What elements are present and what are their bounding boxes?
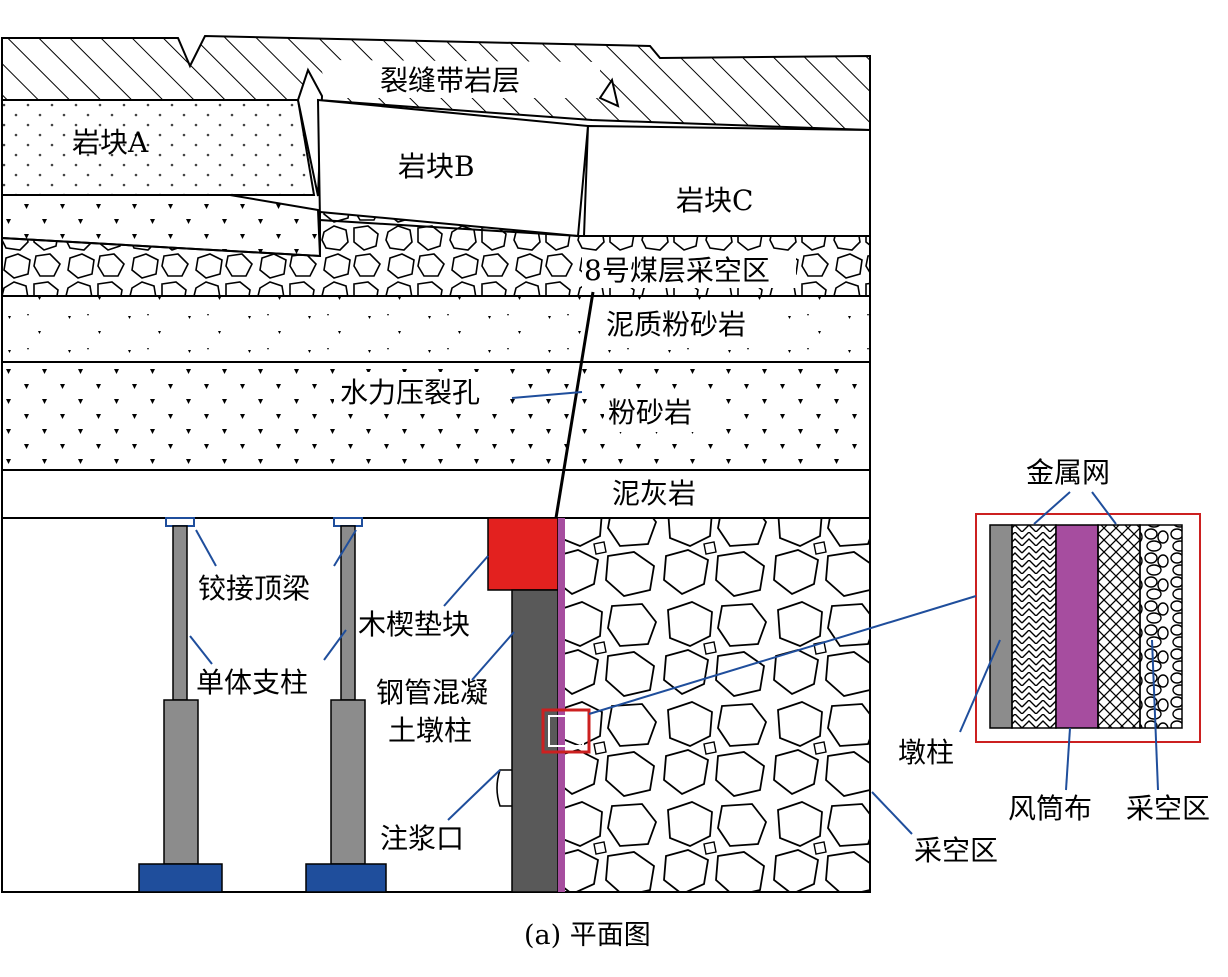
label-siltstone: 粉砂岩 — [608, 396, 692, 429]
inset-air-duct-cloth — [1055, 524, 1099, 729]
inset-pier — [989, 524, 1013, 729]
steel-tube-concrete-pier — [511, 589, 559, 893]
label-detail-goaf: 采空区 — [1126, 792, 1210, 825]
detail-marker-box — [541, 708, 591, 754]
label-air-duct-cloth: 风筒布 — [1008, 792, 1092, 825]
label-hydro-crack: 水力压裂孔 — [340, 376, 480, 409]
label-block-a: 岩块A — [72, 126, 149, 159]
label-goaf-8: 8号煤层采空区 — [584, 254, 770, 287]
label-cfst-line1: 钢管混凝 — [376, 676, 488, 709]
label-mudstone-silt: 泥质粉砂岩 — [606, 308, 746, 341]
single-prop-right — [305, 517, 387, 893]
inset-metal-mesh-left — [1011, 524, 1057, 729]
label-cfst-line2: 土墩柱 — [388, 714, 472, 747]
label-metal-mesh: 金属网 — [1026, 456, 1110, 489]
label-hinge-beam: 铰接顶梁 — [198, 572, 310, 605]
roadway-space — [1, 517, 563, 893]
label-pier: 墩柱 — [898, 736, 954, 769]
air-duct-cloth-strip — [558, 518, 565, 892]
label-single-prop: 单体支柱 — [196, 666, 308, 699]
rock-block-a — [1, 67, 324, 197]
label-fracture-zone: 裂缝带岩层 — [380, 64, 520, 97]
wood-wedge-pad — [487, 517, 559, 591]
single-prop-left — [138, 517, 223, 893]
detail-inset — [975, 513, 1201, 743]
label-goaf: 采空区 — [914, 834, 998, 867]
label-block-b: 岩块B — [398, 150, 475, 183]
hydraulic-fracturing-hole — [554, 291, 595, 519]
coal-seam-8-goaf-layer — [0, 210, 871, 297]
label-grout-port: 注浆口 — [380, 822, 464, 855]
leader-lines — [189, 391, 1159, 835]
goaf-rubble — [561, 517, 871, 893]
label-wood-pad: 木楔垫块 — [358, 608, 470, 641]
inset-goaf — [1139, 524, 1183, 729]
figure-caption: (a) 平面图 — [524, 920, 651, 951]
label-marlstone: 泥灰岩 — [612, 477, 696, 510]
marlstone-layer — [1, 469, 871, 519]
inset-metal-mesh-right — [1097, 524, 1141, 729]
rock-block-c — [582, 124, 871, 237]
label-block-c: 岩块C — [676, 184, 753, 217]
